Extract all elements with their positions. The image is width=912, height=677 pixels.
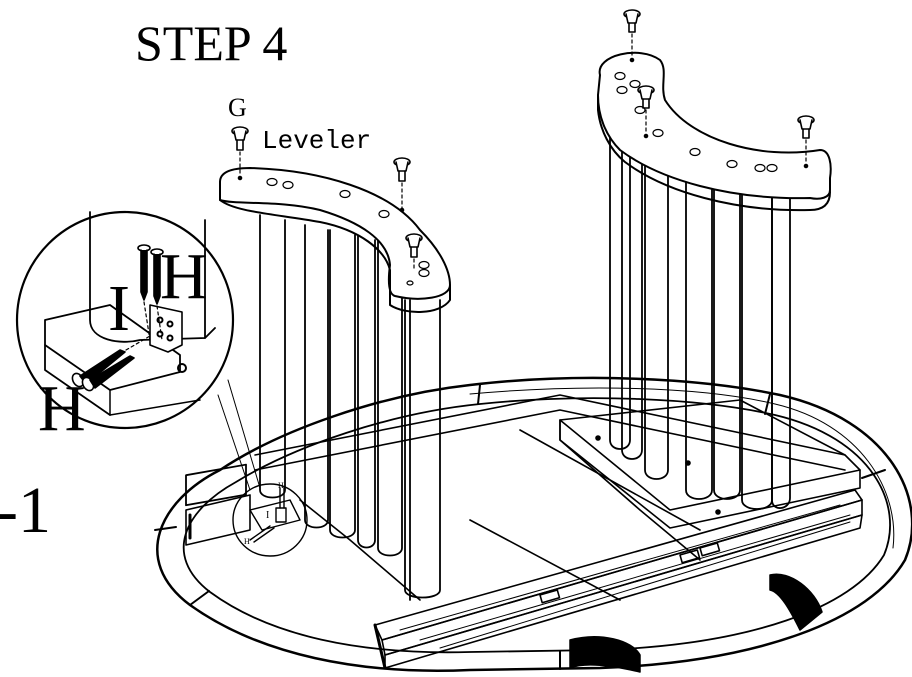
small-label-h-bottom: H <box>244 537 250 546</box>
detail-label-h-top: H <box>160 240 208 313</box>
levelers <box>231 9 815 271</box>
step-title: STEP 4 <box>135 15 287 71</box>
detail-label-i: I <box>108 272 130 345</box>
leveler-label: Leveler <box>262 126 371 156</box>
detail-magnifier <box>15 210 235 430</box>
small-label-i: I <box>266 510 269 521</box>
leveler-6 <box>797 115 815 169</box>
part-letter-g: G <box>228 93 247 122</box>
leveler-2 <box>393 157 411 213</box>
labels: STEP 4 G Leveler I H H -1 I H H <box>0 15 371 547</box>
bracket-location <box>217 379 308 557</box>
small-label-h-top: H <box>278 481 284 490</box>
detail-label-h-bottom: H <box>38 372 86 445</box>
left-pillar-assembly <box>219 167 451 601</box>
front-rail <box>373 489 863 670</box>
leveler-4 <box>623 9 641 63</box>
leveler-3 <box>405 233 423 271</box>
leveler-1 <box>231 126 249 181</box>
inner-frame <box>185 394 861 601</box>
right-pillar-assembly <box>595 51 832 515</box>
table-rail-oval <box>154 376 912 673</box>
leveler-5 <box>637 85 655 139</box>
side-marker: -1 <box>0 474 51 547</box>
